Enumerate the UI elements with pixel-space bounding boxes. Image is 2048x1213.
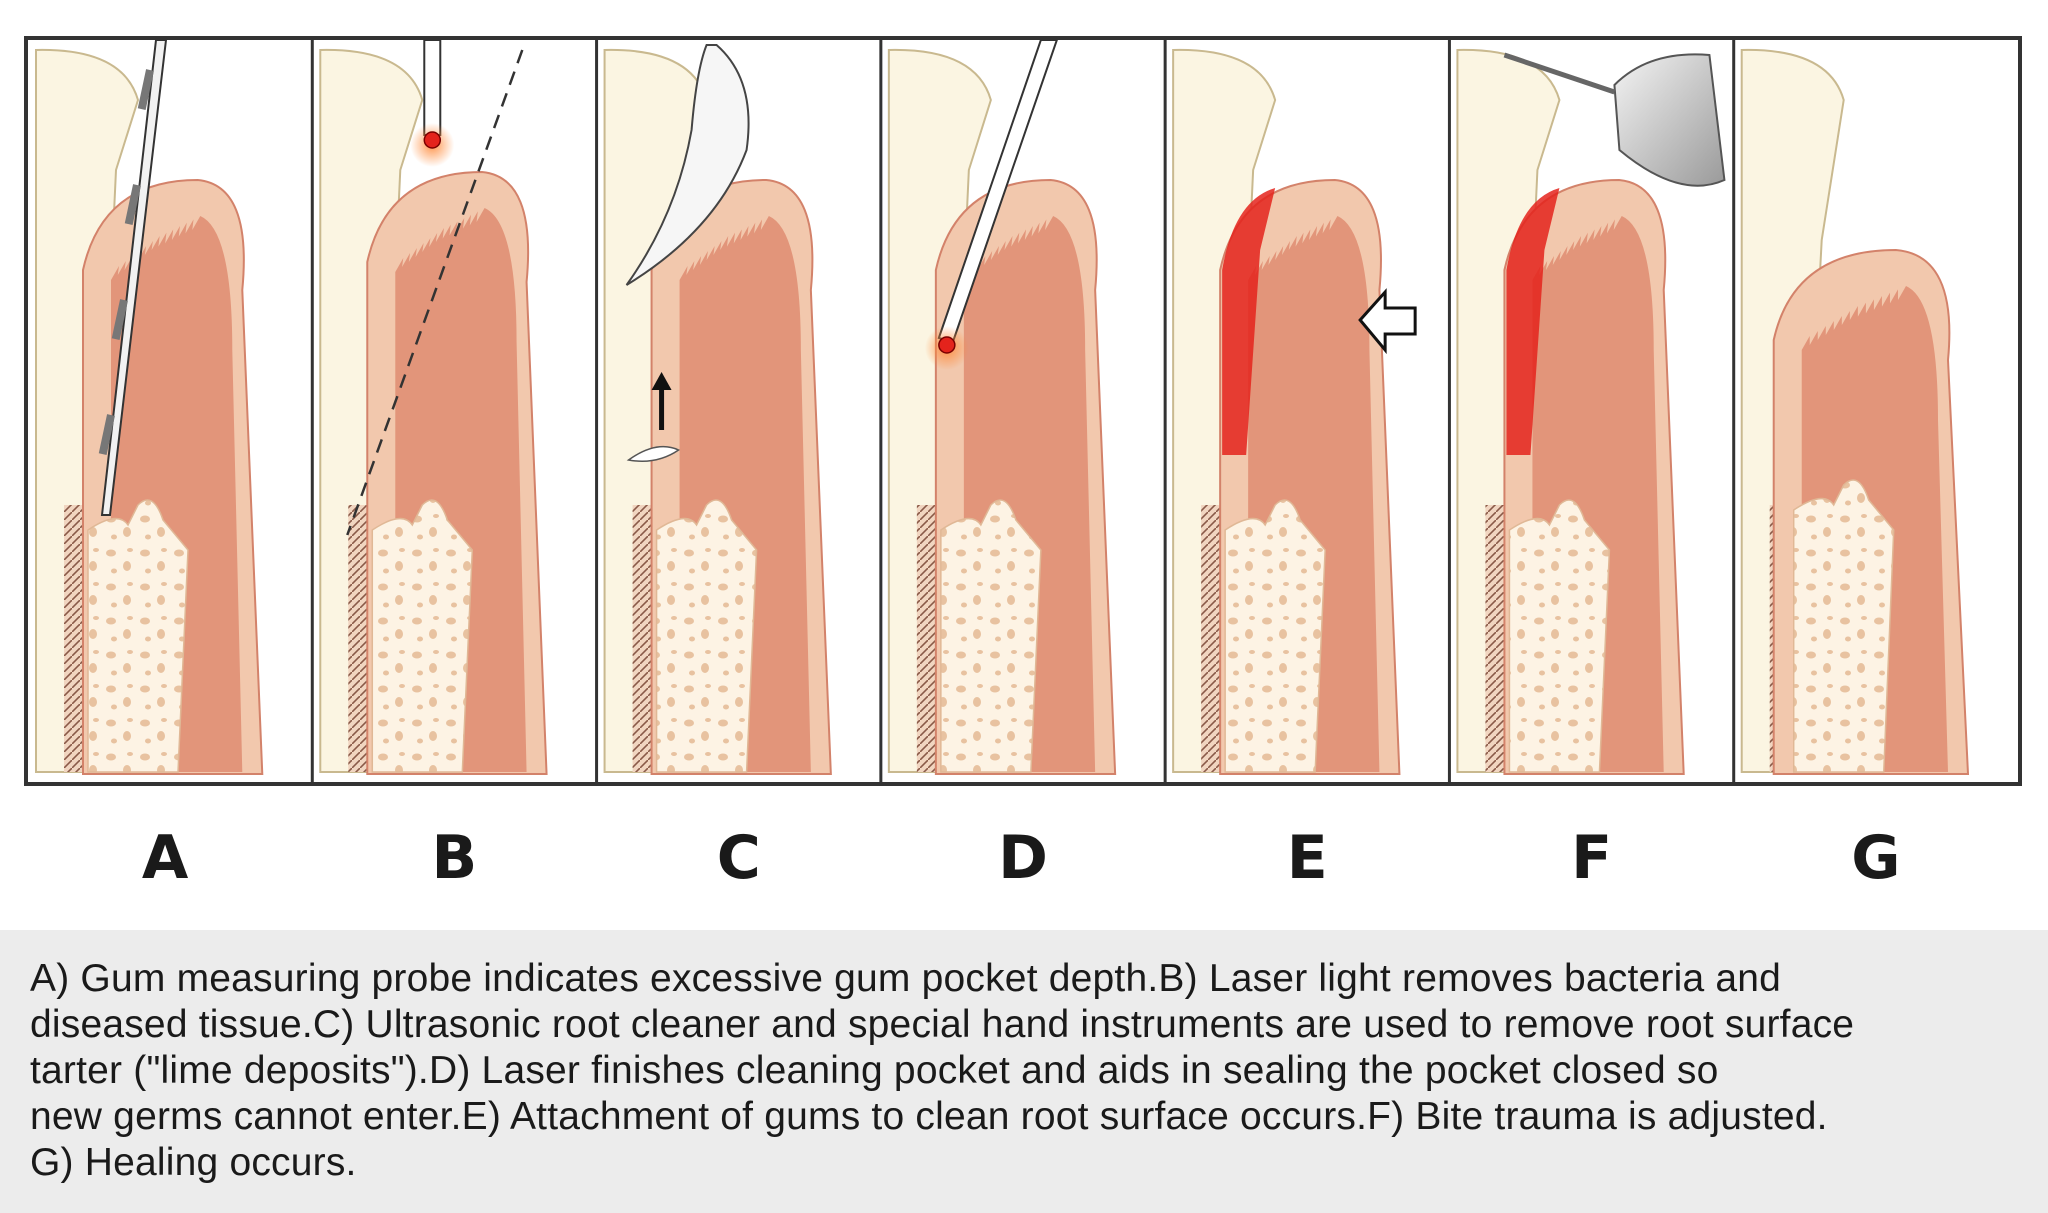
panel-label-d: D [998,823,1048,893]
ligament-fibers [916,505,937,772]
ligament-fibers [1201,505,1222,772]
bone-tissue [1792,479,1895,773]
measuring-probe [100,39,168,516]
ultrasonic-cleaner [625,44,750,286]
panel-label-g: G [1851,823,1900,893]
caption-line: new germs cannot enter.E) Attachment of … [30,1095,1828,1138]
probe-marking [137,69,154,110]
panel-f: F [1447,40,1726,893]
bone-tissue [655,499,758,773]
panel-a: A [35,39,264,893]
diagram-frame [24,36,2022,786]
ligament-fibers [1485,505,1506,772]
probe-marking [124,184,141,225]
bone-tissue [940,499,1042,773]
panel-d: D [879,39,1117,893]
panel-c: C [595,40,832,893]
ligament-fibers [348,505,369,772]
arrow-up-icon [651,372,672,390]
panel-label-a: A [142,823,189,893]
drill-bit [1503,52,1616,95]
bone-tissue [1224,499,1326,773]
laser-fiber [423,39,442,136]
panel-g: G [1732,40,1970,893]
panel-b: B [310,39,548,893]
panel-label-e: E [1287,823,1328,893]
dental-handpiece [1613,53,1726,187]
panel-e: E [1163,40,1417,893]
ligament-fibers [64,505,84,772]
panel-label-b: B [432,823,478,893]
caption-line: tarter ("lime deposits").D) Laser finish… [30,1049,1719,1092]
caption-box: A) Gum measuring probe indicates excessi… [0,930,2048,1213]
laser-tip [423,131,442,149]
bone-tissue [1508,499,1611,773]
bone-tissue [87,499,189,773]
caption-line: A) Gum measuring probe indicates excessi… [30,957,1782,1000]
caption-line: diseased tissue.C) Ultrasonic root clean… [30,1003,1855,1046]
reattachment-zone [1222,188,1276,455]
caption-line: G) Healing occurs. [30,1141,357,1184]
incision-line [346,49,524,536]
probe-marking [98,414,115,455]
ligament-fibers [632,505,653,772]
reattachment-zone [1506,188,1560,455]
hand-instrument-tip [626,445,681,462]
panel-label-f: F [1571,823,1612,893]
dental-procedure-diagram: A B C D E F G [24,36,2022,893]
diagram-canvas: A B C D E F G [24,36,2022,893]
panel-label-c: C [717,823,761,893]
arrow-left-icon [1358,288,1417,355]
laser-tip [938,336,956,354]
probe-marking [111,299,128,340]
bone-tissue [371,499,474,773]
